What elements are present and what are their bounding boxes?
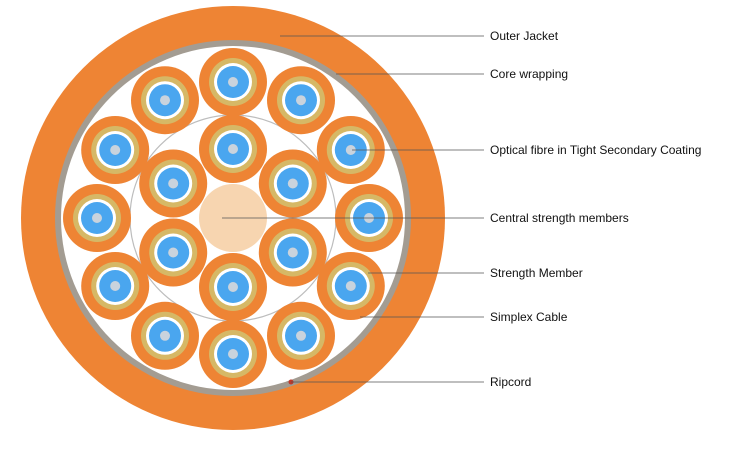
label-simplex-cable: Simplex Cable — [490, 310, 568, 324]
fibre-core — [228, 77, 238, 87]
labels: Outer Jacket Core wrapping Optical fibre… — [490, 29, 701, 389]
simplex-cable — [81, 252, 150, 320]
fibre-core — [296, 95, 306, 106]
fibre-core — [345, 281, 356, 291]
simplex-cable — [199, 320, 267, 388]
simplex-cables — [63, 48, 403, 388]
label-outer-jacket: Outer Jacket — [490, 29, 559, 43]
leader-lines — [222, 35, 484, 383]
fibre-core — [287, 247, 298, 258]
simplex-cable — [316, 116, 385, 184]
simplex-cable — [199, 115, 267, 183]
simplex-cable — [258, 218, 327, 287]
fibre-core — [228, 144, 238, 154]
label-central-strength: Central strength members — [490, 211, 629, 225]
fibre-core — [228, 282, 238, 292]
simplex-cable — [81, 116, 150, 184]
label-strength-member: Strength Member — [490, 266, 583, 280]
fibre-core — [296, 330, 306, 341]
simplex-cable — [199, 48, 267, 116]
simplex-cable — [267, 66, 335, 135]
fibre-core — [287, 178, 298, 189]
fibre-core — [168, 247, 179, 258]
simplex-cable — [199, 253, 267, 321]
simplex-cable — [139, 218, 208, 287]
simplex-cable — [131, 66, 199, 135]
simplex-cable — [267, 301, 335, 370]
label-ripcord: Ripcord — [490, 375, 531, 389]
fibre-core — [110, 281, 121, 291]
fibre-core — [168, 178, 179, 189]
fibre-core — [92, 213, 102, 223]
fibre-core — [160, 330, 170, 341]
label-optical-fibre: Optical fibre in Tight Secondary Coating — [490, 143, 701, 157]
fibre-core — [160, 95, 170, 106]
fibre-core — [345, 145, 356, 155]
simplex-cable — [63, 184, 131, 252]
fibre-core — [110, 145, 121, 155]
simplex-cable — [139, 149, 208, 218]
simplex-cable — [131, 301, 199, 370]
simplex-cable — [258, 149, 327, 218]
simplex-cable — [316, 252, 385, 320]
fibre-core — [228, 349, 238, 359]
label-core-wrapping: Core wrapping — [490, 67, 568, 81]
